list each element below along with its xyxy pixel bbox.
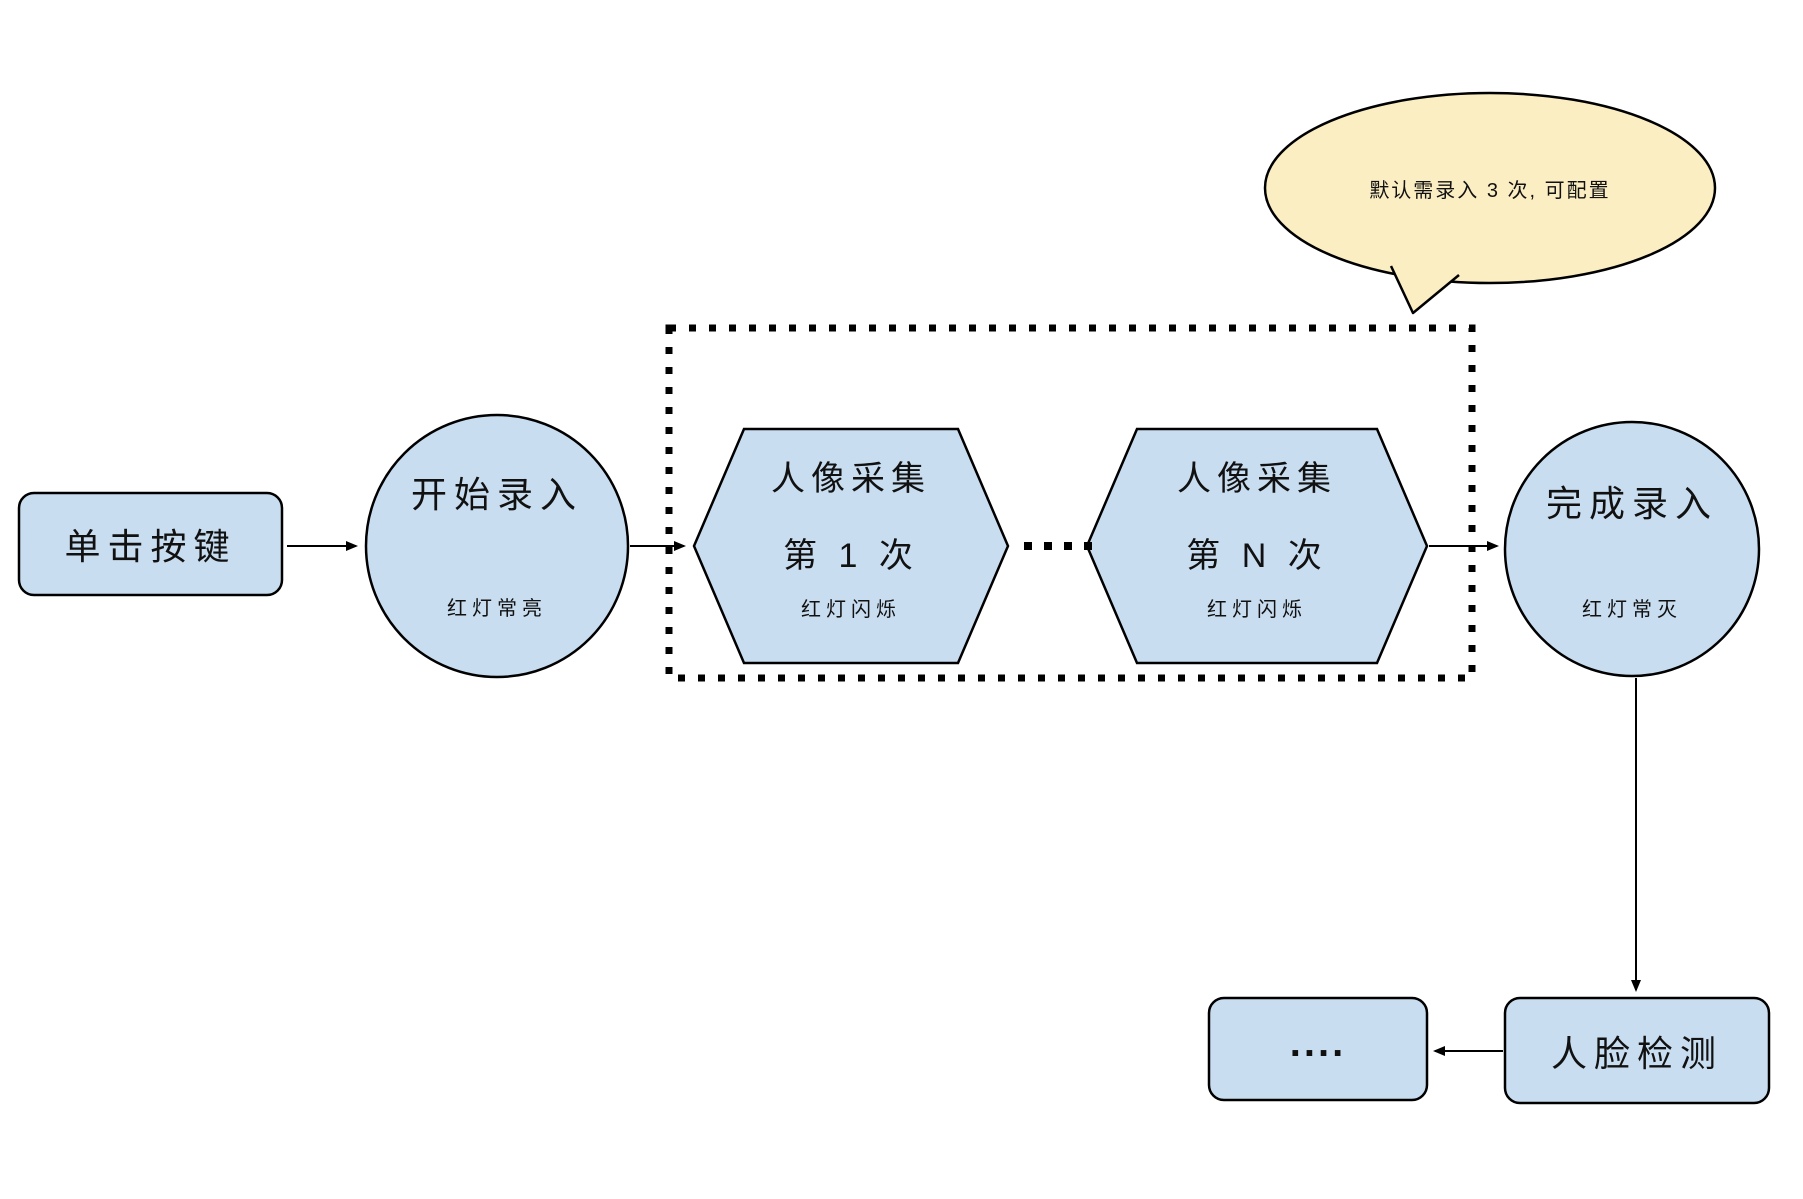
capture-first-title: 人像采集	[771, 459, 931, 498]
finish-record-node-shape	[1503, 420, 1761, 678]
start-record-node-shape	[364, 413, 630, 679]
click-button-node-shape	[17, 491, 284, 597]
finish-record-label: 完成录入	[1545, 483, 1718, 524]
finish-record-status: 红灯常灭	[1582, 598, 1682, 621]
face-detect-node-shape	[1503, 996, 1771, 1105]
start-record-label: 开始录入	[410, 474, 583, 515]
capture-first-status: 红灯闪烁	[801, 598, 901, 621]
more-node-shape	[1207, 996, 1429, 1102]
callout-bubble-shape	[1263, 91, 1717, 285]
click-button-label: 单击按键	[64, 526, 237, 567]
capture-nth-subtitle: 第 N 次	[1186, 536, 1328, 575]
capture-nth-title: 人像采集	[1177, 459, 1337, 498]
start-record-status: 红灯常亮	[447, 597, 547, 620]
loop-region-dotted-border	[665, 324, 1476, 682]
callout-bubble-tail	[1389, 265, 1460, 315]
capture-nth-status: 红灯闪烁	[1207, 598, 1307, 621]
callout-text: 默认需录入 3 次, 可配置	[1369, 179, 1611, 202]
face-detect-label: 人脸检测	[1550, 1032, 1723, 1074]
more-node-label: ....	[1289, 1020, 1347, 1065]
capture-first-subtitle: 第 1 次	[783, 536, 919, 575]
capture-first-node-shape	[692, 427, 1010, 665]
capture-nth-node-shape	[1085, 427, 1429, 665]
